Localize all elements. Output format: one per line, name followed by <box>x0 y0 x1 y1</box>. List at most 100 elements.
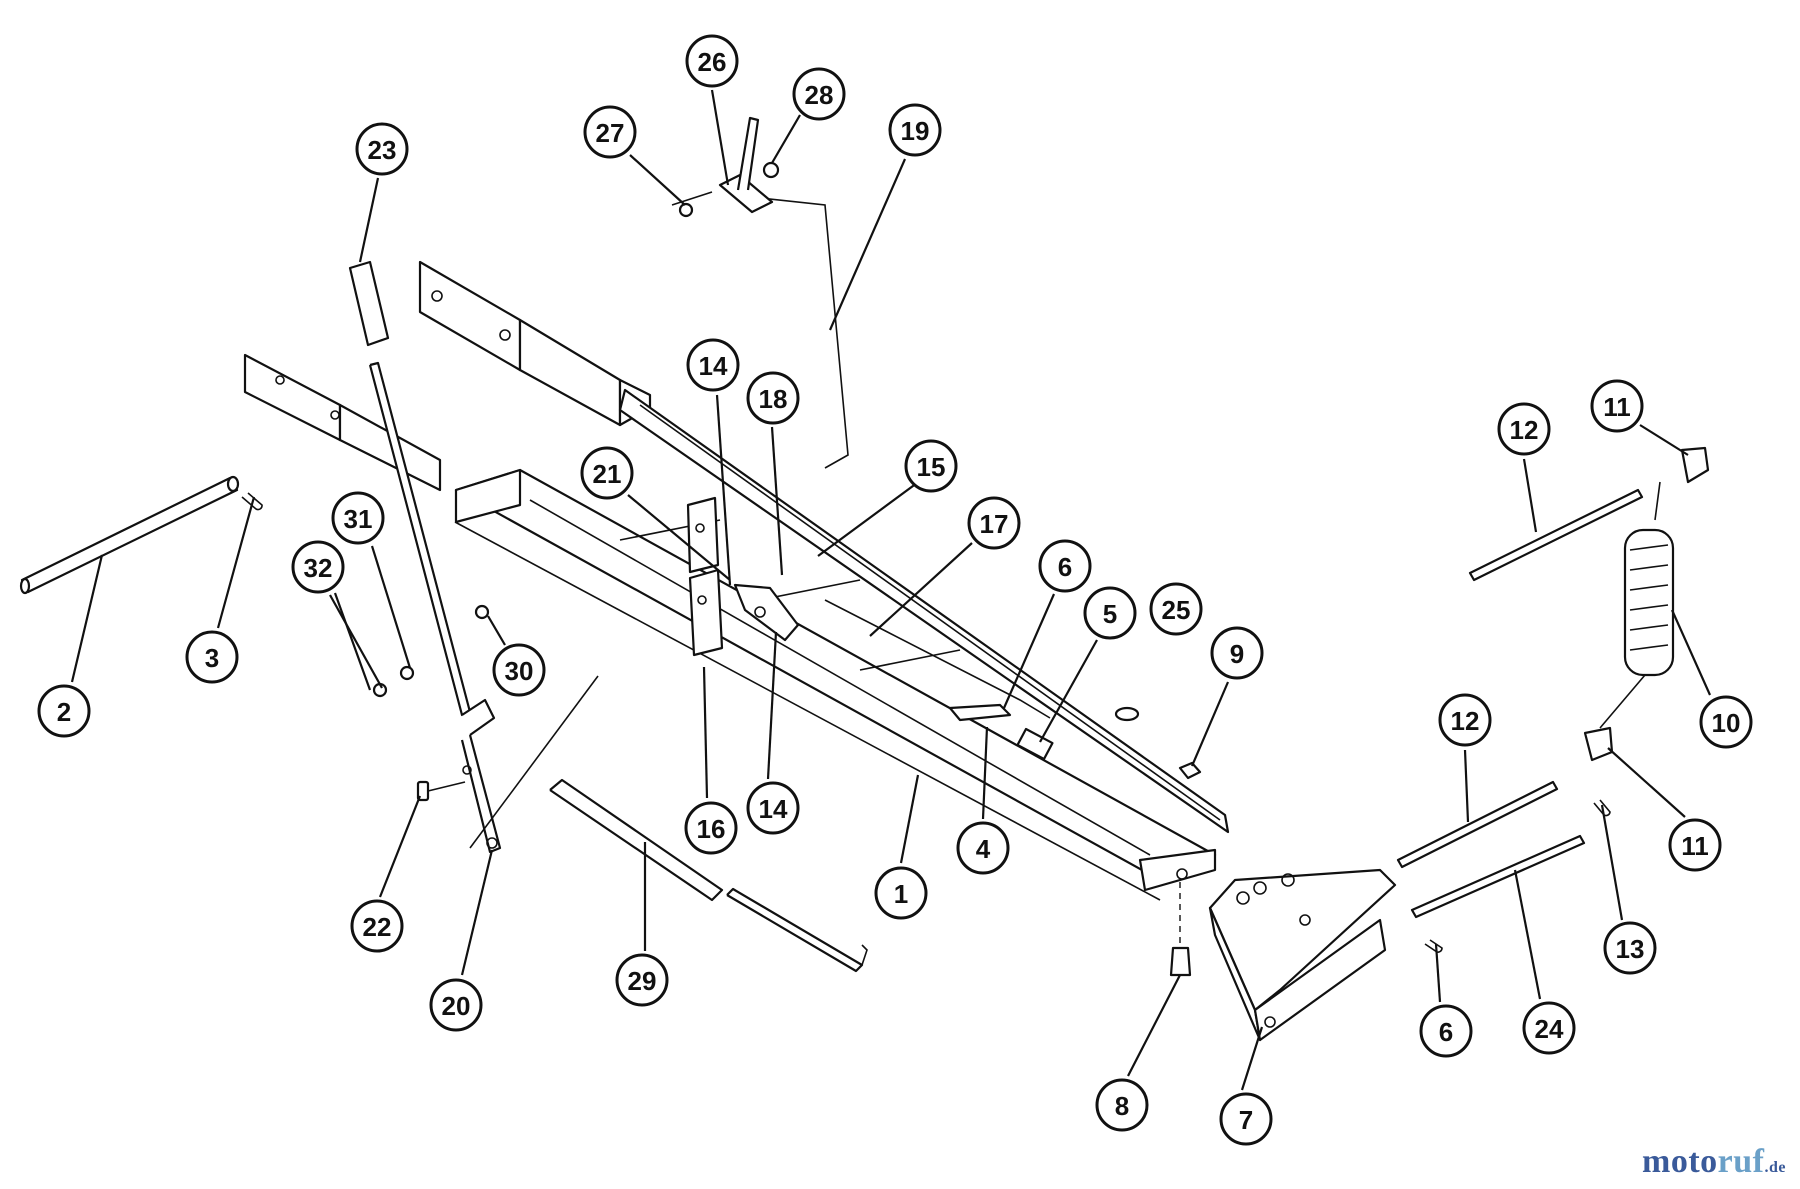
callout-11: 11 <box>1668 818 1722 872</box>
callout-18: 18 <box>746 371 800 425</box>
callout-31: 31 <box>331 491 385 545</box>
callout-7: 7 <box>1219 1092 1273 1146</box>
callout-circle <box>1083 586 1137 640</box>
callout-label: 17 <box>980 509 1009 539</box>
callout-15: 15 <box>904 439 958 493</box>
callout-circle <box>1438 693 1492 747</box>
callout-13: 13 <box>1603 921 1657 975</box>
callout-label: 9 <box>1230 639 1244 669</box>
callout-1: 1 <box>874 866 928 920</box>
callout-14: 14 <box>686 338 740 392</box>
callout-30: 30 <box>492 643 546 697</box>
lower-tension-rod <box>1396 780 1559 869</box>
callout-3: 3 <box>185 630 239 684</box>
callout-label: 4 <box>976 834 991 864</box>
callout-circle <box>746 371 800 425</box>
callout-label: 14 <box>699 351 728 381</box>
callout-label: 12 <box>1510 415 1539 445</box>
locknut <box>1178 761 1202 780</box>
callout-22: 22 <box>350 899 404 953</box>
bolt <box>416 780 466 802</box>
callout-circle <box>350 899 404 953</box>
callout-label: 13 <box>1616 934 1645 964</box>
callout-circle <box>615 953 669 1007</box>
link-rod <box>469 675 868 973</box>
callout-label: 11 <box>1603 392 1631 422</box>
callout-label: 29 <box>628 966 657 996</box>
callout-circle <box>1149 582 1203 636</box>
callout-8: 8 <box>1095 1078 1149 1132</box>
callout-label: 27 <box>596 118 625 148</box>
callout-circle <box>1699 695 1753 749</box>
callout-circle <box>37 684 91 738</box>
spring <box>1016 727 1054 761</box>
callout-21: 21 <box>580 446 634 500</box>
callout-10: 10 <box>1699 695 1753 749</box>
callout-circle <box>1095 1078 1149 1132</box>
callout-label: 14 <box>759 794 788 824</box>
callout-circle <box>685 34 739 88</box>
callout-26: 26 <box>685 34 739 88</box>
callout-circle <box>684 801 738 855</box>
watermark-part-a: moto <box>1642 1143 1718 1180</box>
callout-12: 12 <box>1497 402 1551 456</box>
pin-rod <box>1410 834 1586 919</box>
callout-circle <box>583 105 637 159</box>
callout-label: 31 <box>344 504 373 534</box>
callout-circle <box>792 67 846 121</box>
callout-19: 19 <box>888 103 942 157</box>
callout-circle <box>686 338 740 392</box>
callout-label: 10 <box>1712 708 1741 738</box>
callout-label: 26 <box>698 47 727 77</box>
callout-circle <box>746 781 800 835</box>
callout-label: 16 <box>697 814 726 844</box>
nut <box>399 665 415 681</box>
callout-circle <box>492 643 546 697</box>
callout-label: 11 <box>1681 831 1709 861</box>
callout-label: 15 <box>917 452 946 482</box>
washer <box>474 604 490 620</box>
upper-clevis <box>1680 446 1710 484</box>
watermark-logo: motoruf.de <box>1642 1143 1786 1181</box>
callout-12: 12 <box>1438 693 1492 747</box>
callout-9: 9 <box>1210 626 1264 680</box>
leader-lines <box>70 89 1712 1091</box>
callout-2: 2 <box>37 684 91 738</box>
callout-label: 6 <box>1058 552 1072 582</box>
callout-label: 23 <box>368 135 397 165</box>
callout-group: 1234566789101111121213141415161718192021… <box>37 34 1753 1146</box>
callout-6: 6 <box>1419 1004 1473 1058</box>
callout-label: 22 <box>363 912 392 942</box>
callout-circle <box>355 122 409 176</box>
callout-17: 17 <box>967 496 1021 550</box>
hinge-plates <box>686 496 800 657</box>
callout-28: 28 <box>792 67 846 121</box>
callout-label: 12 <box>1451 706 1480 736</box>
callout-label: 24 <box>1535 1014 1564 1044</box>
callout-circle <box>1603 921 1657 975</box>
callout-circle <box>874 866 928 920</box>
callout-circle <box>1038 539 1092 593</box>
callout-label: 32 <box>304 553 333 583</box>
callout-circle <box>580 446 634 500</box>
callout-circle <box>1219 1092 1273 1146</box>
callout-4: 4 <box>956 821 1010 875</box>
callout-label: 8 <box>1115 1091 1129 1121</box>
callout-circle <box>904 439 958 493</box>
callout-circle <box>1668 818 1722 872</box>
parts-artwork <box>19 116 1710 1042</box>
lever-bracket <box>671 116 780 218</box>
callout-circle <box>967 496 1021 550</box>
callout-circle <box>1522 1001 1576 1055</box>
hex-bolt <box>1169 946 1192 977</box>
watermark-part-b: ruf <box>1717 1143 1765 1180</box>
callout-6: 6 <box>1038 539 1092 593</box>
pivot-rod <box>19 475 240 595</box>
callout-label: 30 <box>505 656 534 686</box>
callout-20: 20 <box>429 978 483 1032</box>
callout-label: 25 <box>1162 595 1191 625</box>
mount-bracket <box>1208 868 1397 1042</box>
callout-23: 23 <box>355 122 409 176</box>
callout-label: 2 <box>57 697 71 727</box>
watermark-part-c: .de <box>1764 1159 1786 1176</box>
